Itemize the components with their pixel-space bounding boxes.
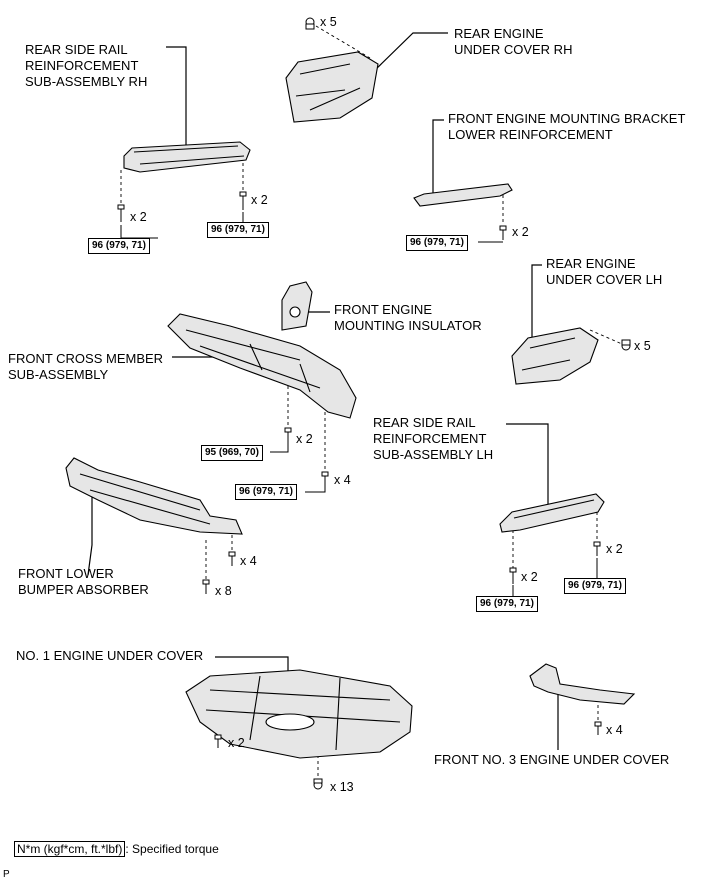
rear-side-rail-lh — [499, 493, 605, 533]
label-front-engine-mounting-bracket: FRONT ENGINE MOUNTING BRACKET LOWER REIN… — [448, 111, 686, 142]
legend-unit: N*m (kgf*cm, ft.*lbf) — [14, 841, 126, 857]
bolt-no3 — [594, 721, 602, 735]
leader-rh-rail — [166, 46, 187, 145]
bolt-rear-lh — [621, 339, 631, 351]
label-rear-side-rail-lh: REAR SIDE RAIL REINFORCEMENT SUB-ASSEMBL… — [373, 415, 494, 462]
bolt-cm-a — [284, 427, 292, 444]
bolt-bracket — [499, 225, 507, 240]
rear-engine-under-cover-lh — [511, 327, 599, 385]
tq-link-cm-a — [270, 444, 289, 453]
torque-rh-rail-right: 96 (979, 71) — [207, 222, 269, 238]
qty-bumper-b: x 8 — [215, 584, 232, 598]
qty-no1-cover-a: x 2 — [228, 736, 245, 750]
rear-engine-under-cover-rh — [285, 51, 379, 123]
torque-cross-member-a: 95 (969, 70) — [201, 445, 263, 461]
bolt-no1-a — [214, 734, 222, 748]
tq-link-rh-left — [120, 225, 158, 239]
label-front-lower-bumper-absorber: FRONT LOWER BUMPER ABSORBER — [18, 566, 149, 597]
front-no3-engine-under-cover — [529, 663, 636, 705]
label-no1-engine-under-cover: NO. 1 ENGINE UNDER COVER — [16, 648, 204, 663]
bolt-lh-left — [509, 567, 517, 584]
label-rear-engine-under-cover-rh: REAR ENGINE UNDER COVER RH — [454, 26, 573, 57]
label-rear-engine-under-cover-lh: REAR ENGINE UNDER COVER LH — [546, 256, 663, 287]
torque-lh-rail-right: 96 (979, 71) — [564, 578, 626, 594]
corner-mark: P — [3, 869, 10, 880]
qty-rear-cover-lh: x 5 — [634, 339, 651, 353]
label-front-no3-engine-under-cover: FRONT NO. 3 ENGINE UNDER COVER — [434, 752, 670, 767]
front-cross-member — [167, 313, 357, 419]
torque-lh-rail-left: 96 (979, 71) — [476, 596, 538, 612]
torque-cross-member-b: 96 (979, 71) — [235, 484, 297, 500]
tq-link-cm-b — [305, 488, 326, 493]
bolt-cm-b — [321, 471, 329, 488]
label-front-cross-member: FRONT CROSS MEMBER SUB-ASSEMBLY — [8, 351, 164, 382]
qty-cross-member-a: x 2 — [296, 432, 313, 446]
leader-rear-cover-lh — [531, 264, 542, 340]
leader-rear-cover-rh — [372, 32, 448, 73]
leader-bracket — [432, 119, 444, 195]
dash-rear-rh — [315, 25, 371, 59]
qty-lh-rail-right: x 2 — [606, 542, 623, 556]
front-engine-mounting-insulator — [281, 281, 313, 331]
label-front-engine-mounting-insulator: FRONT ENGINE MOUNTING INSULATOR — [334, 302, 482, 333]
bolt-rh-right — [239, 191, 247, 210]
bolt-rh-left — [117, 204, 125, 222]
torque-bracket: 96 (979, 71) — [406, 235, 468, 251]
bolt-lh-right — [593, 541, 601, 556]
torque-legend: N*m (kgf*cm, ft.*lbf): Specified torque — [14, 841, 219, 857]
bolt-rear-rh — [305, 17, 315, 30]
qty-rear-cover-rh: x 5 — [320, 15, 337, 29]
front-engine-mounting-bracket — [413, 183, 513, 207]
qty-rh-rail-right: x 2 — [251, 193, 268, 207]
no1-engine-under-cover — [185, 669, 413, 759]
qty-lh-rail-left: x 2 — [521, 570, 538, 584]
rear-side-rail-rh — [123, 141, 251, 173]
qty-bumper-a: x 4 — [240, 554, 257, 568]
qty-no3-cover: x 4 — [606, 723, 623, 737]
qty-rh-rail-left: x 2 — [130, 210, 147, 224]
qty-bracket: x 2 — [512, 225, 529, 239]
bolt-bumper-a — [228, 551, 236, 566]
torque-rh-rail-left: 96 (979, 71) — [88, 238, 150, 254]
bolt-bumper-b — [202, 579, 210, 594]
label-rear-side-rail-rh: REAR SIDE RAIL REINFORCEMENT SUB-ASSEMBL… — [25, 42, 148, 89]
qty-no1-cover-b: x 13 — [330, 780, 354, 794]
legend-text: : Specified torque — [125, 842, 219, 856]
leader-lh-rail — [506, 423, 549, 508]
qty-cross-member-b: x 4 — [334, 473, 351, 487]
leader-bumper — [87, 485, 93, 576]
bolt-no1-b — [313, 778, 323, 790]
